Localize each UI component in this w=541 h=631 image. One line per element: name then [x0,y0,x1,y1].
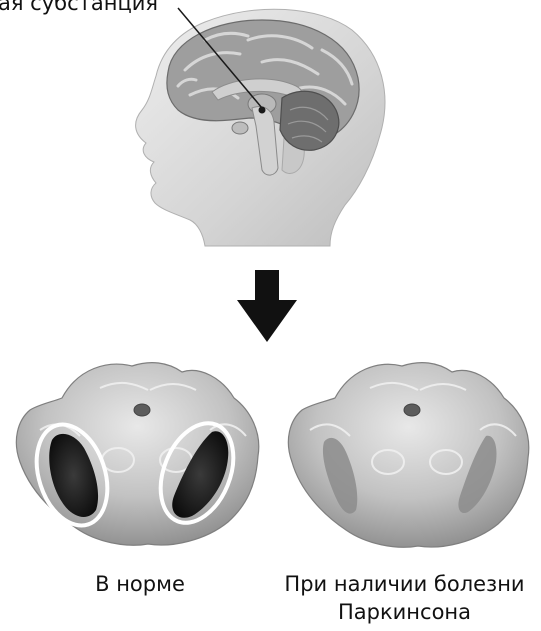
midbrain-disease [288,363,528,548]
caption-disease-line1: При наличии болезни [268,571,541,597]
pituitary [232,122,248,134]
caption-normal: В норме [60,571,220,597]
down-arrow-icon [237,270,297,342]
caption-disease-line2: Паркинсона [268,599,541,625]
midbrain-normal [16,363,258,546]
aqueduct [404,404,420,416]
substantia-label: ая субстанция [0,0,158,15]
aqueduct [134,404,150,416]
